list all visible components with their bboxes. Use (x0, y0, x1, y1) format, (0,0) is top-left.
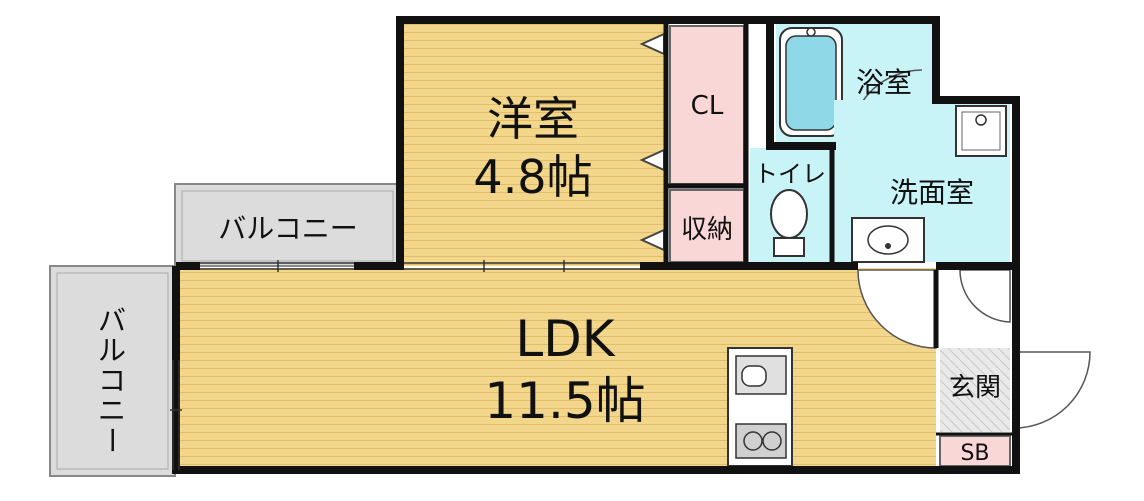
balcony-left-char: ル (98, 334, 126, 367)
ldk-name: LDK (515, 310, 615, 368)
balcony-left (49, 265, 176, 477)
closet-label: CL (691, 91, 724, 121)
wash-basin (851, 217, 925, 263)
balcony-left-char: コ (98, 364, 126, 397)
toilet-label: トイレ (754, 160, 826, 188)
washroom-door-arc (959, 269, 1011, 323)
western-room-size: 4.8帖 (473, 150, 592, 204)
balcony-left-char: バ (98, 304, 126, 337)
entrance-label: 玄関 (949, 373, 1001, 403)
ldk-room (180, 268, 936, 468)
shoebox (939, 435, 1011, 467)
balcony-left-char: ニ (98, 394, 126, 427)
ldk-size: 11.5帖 (484, 372, 645, 430)
ldk-door-arc (857, 269, 937, 349)
window-lines (170, 260, 640, 470)
storage-label: 収納 (681, 215, 733, 245)
shoebox-label: SB (960, 441, 989, 466)
kitchen-counter (727, 347, 793, 467)
washing-machine-pan (955, 105, 1007, 157)
balcony-left-char: ー (95, 426, 128, 454)
western-room (402, 22, 664, 266)
front-door-arc (1013, 351, 1091, 429)
bath-label: 浴室 (856, 66, 912, 99)
balcony-top-label: バルコニー (218, 212, 357, 245)
toilet-fixture (770, 189, 808, 257)
entrance-floor (940, 348, 1010, 432)
closet-area (669, 25, 745, 185)
walls (172, 16, 1020, 474)
balcony-left-label: バ ル コ ニ ー (95, 304, 128, 454)
bathtub (779, 27, 843, 137)
balcony-top (174, 183, 401, 267)
western-room-name: 洋室 (487, 92, 579, 146)
washroom-label: 洗面室 (890, 176, 974, 209)
